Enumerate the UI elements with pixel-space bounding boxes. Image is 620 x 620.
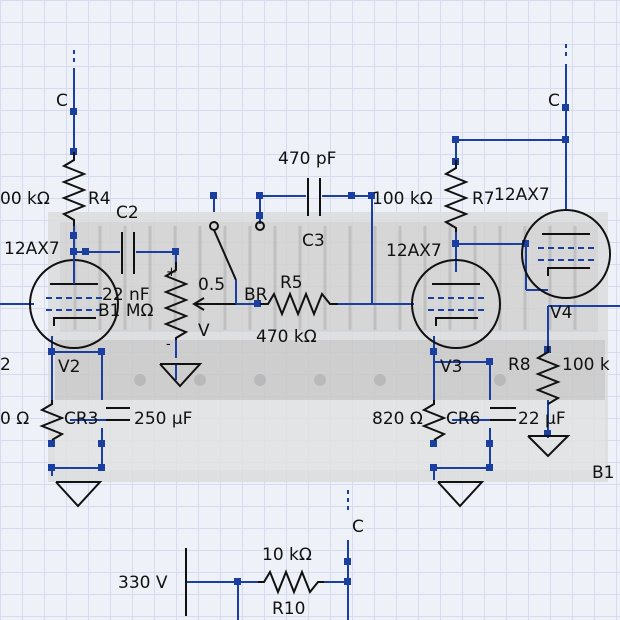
label-r8-value: 100 k: [562, 355, 610, 375]
label-r10: R10: [272, 599, 305, 619]
ground-left: [55, 481, 103, 508]
label-r5: R5: [280, 273, 303, 293]
label-c3-value: 470 pF: [278, 149, 336, 169]
resistor-r5[interactable]: [260, 291, 338, 317]
resistor-r7[interactable]: [443, 160, 469, 232]
label-c3: C3: [302, 231, 325, 251]
ground-right: [527, 435, 571, 458]
label-r7-value: 100 kΩ: [372, 189, 433, 209]
labels: C C C 00 kΩ R4 C2 12AX7 22 nF B1 MΩ 0.5 …: [0, 91, 614, 619]
label-r10-value: 10 kΩ: [262, 545, 312, 565]
label-pot-minus: -: [166, 337, 171, 352]
capacitor-left-bottom[interactable]: [70, 407, 130, 421]
label-cr3: CR3: [64, 409, 99, 429]
label-v3: V3: [440, 357, 462, 377]
label-left-edge-2: 2: [0, 355, 11, 375]
tube-v2[interactable]: [29, 252, 119, 349]
label-c-right-bottom-value: 22 μF: [518, 409, 566, 429]
potentiometer-b1[interactable]: [163, 262, 236, 340]
label-c-left-bottom-value: 250 μF: [134, 409, 192, 429]
capacitor-right-bottom[interactable]: [452, 407, 516, 421]
label-r8: R8: [508, 355, 531, 375]
resistor-r4[interactable]: [61, 152, 87, 226]
label-pot-plus: +: [166, 265, 177, 280]
resistor-r10[interactable]: [258, 569, 324, 595]
resistor-r3[interactable]: [39, 400, 65, 441]
wires: [0, 64, 620, 620]
switch-br[interactable]: [209, 221, 265, 304]
label-tube-right-top: 12AX7: [494, 185, 550, 205]
label-r-left-bottom-value: 0 Ω: [0, 409, 29, 429]
label-cr6: CR6: [446, 409, 481, 429]
label-pot-ratio: 0.5: [198, 275, 225, 295]
label-v4: V4: [550, 303, 572, 323]
label-b1: B1: [592, 463, 614, 483]
label-c-bottom: C: [352, 517, 364, 537]
label-r7: R7: [472, 189, 495, 209]
capacitor-c3[interactable]: [307, 178, 321, 216]
label-r-left-value: 00 kΩ: [0, 189, 50, 209]
resistor-r6[interactable]: [421, 400, 447, 441]
label-c-left: C: [56, 91, 68, 111]
capacitor-c2[interactable]: [121, 232, 135, 274]
label-c2-value: 22 nF: [102, 285, 150, 305]
label-c2: C2: [116, 203, 139, 223]
label-supply: 330 V: [118, 573, 168, 593]
label-pot-v: V: [198, 321, 210, 341]
label-r4: R4: [88, 189, 111, 209]
node-dots: [48, 104, 569, 585]
ground-pot: [159, 363, 203, 388]
label-r6-value: 820 Ω: [372, 409, 423, 429]
amplifier-photo: [48, 212, 608, 482]
label-tube-mid: 12AX7: [386, 241, 442, 261]
tube-v4[interactable]: [521, 209, 611, 299]
resistor-r8[interactable]: [535, 346, 561, 405]
label-pot-value: B1 MΩ: [98, 301, 154, 321]
label-c-right: C: [548, 91, 560, 111]
ground-mid: [437, 481, 485, 508]
label-r5-value: 470 kΩ: [256, 327, 317, 347]
c-rail-stubs: [73, 44, 567, 512]
label-pot-br: BR: [244, 285, 268, 305]
label-v2: V2: [58, 357, 80, 377]
tube-v3[interactable]: [411, 259, 501, 349]
label-tube-left: 12AX7: [4, 239, 60, 259]
